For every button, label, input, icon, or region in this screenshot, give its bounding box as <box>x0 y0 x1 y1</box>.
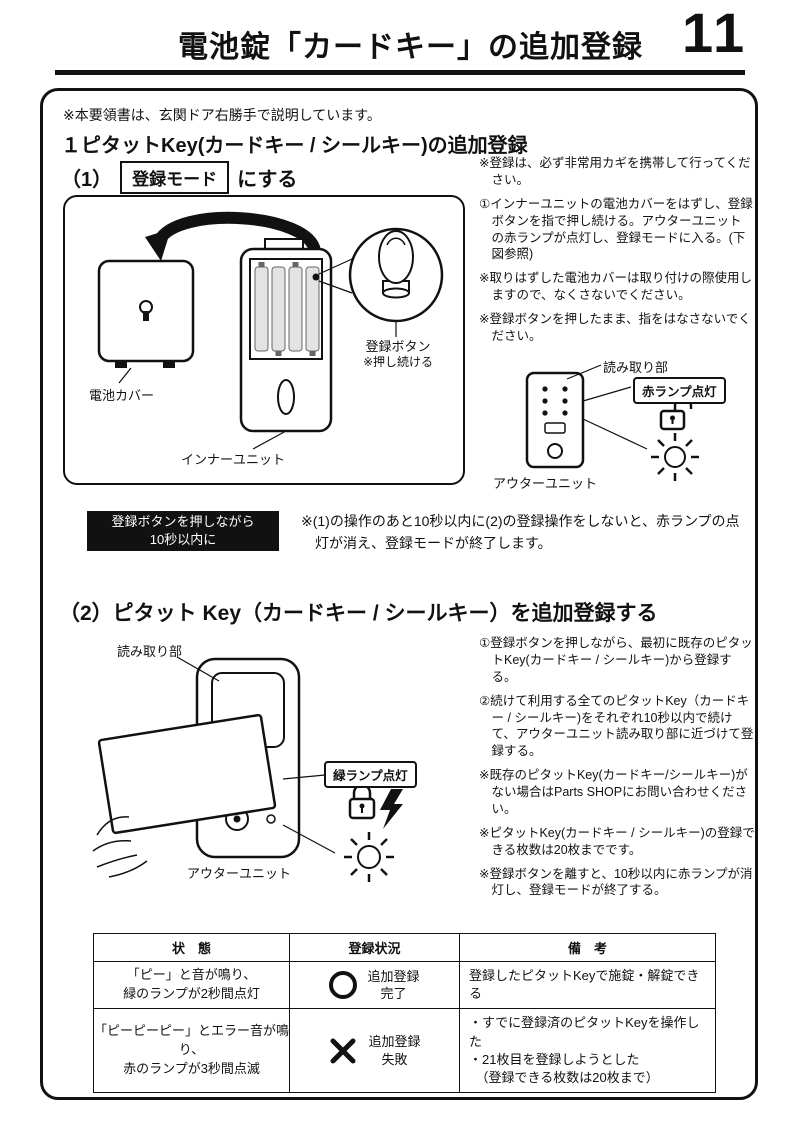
press-within-10s-badge: 登録ボタンを押しながら 10秒以内に <box>87 511 279 551</box>
intro-note: ※本要領書は、玄関ドア右勝手で説明しています。 <box>63 107 381 123</box>
note-item: ①インナーユニットの電池カバーをはずし、登録ボタンを指で押し続ける。アウターユニ… <box>479 196 753 262</box>
status-cell: 追加登録 失敗 <box>289 1008 460 1094</box>
battery-cover-icon <box>97 259 195 384</box>
inner-unit-illustration <box>97 211 444 450</box>
header-state: 状 態 <box>93 933 290 962</box>
note-item: ※既存のピタットKey(カードキー/シールキー)がない場合はParts SHOP… <box>479 768 748 816</box>
status-cell: 追加登録 完了 <box>289 960 460 1010</box>
outer-unit-label: アウターユニット <box>187 866 292 881</box>
success-circle-icon <box>329 971 358 1000</box>
note-item: ①登録ボタンを押しながら、最初に既存のピタットKey(カードキー / シールキー… <box>479 636 753 684</box>
keep-pressing-label: ※押し続ける <box>362 355 434 370</box>
outer-unit-label: アウターユニット <box>493 476 598 491</box>
flash-icon <box>380 789 403 829</box>
section1-title: １ピタットKey(カードキー / シールキー)の追加登録 <box>61 135 528 157</box>
note-item: ※ピタットKey(カードキー / シールキー)の登録できる枚数は20枚までです。 <box>479 825 755 857</box>
note-item: ※登録ボタンを押したまま、指をはなさないでください。 <box>479 312 751 343</box>
page-title: 電池錠「カードキー」の追加登録 <box>178 31 643 64</box>
battery-cover-label: 電池カバー <box>89 388 155 403</box>
step1-prefix: （1） <box>61 169 113 191</box>
table-row: 「ピーピーピー」とエラー音が鳴り、 赤のランプが3秒間点滅 追加登録 失敗 ・す… <box>93 1008 716 1094</box>
card-registration-diagram: 読み取り部 緑ランプ点灯 アウターユニット <box>69 639 445 927</box>
state-cell: 「ピーピーピー」とエラー音が鳴り、 赤のランプが3秒間点滅 <box>93 1008 290 1094</box>
card-key-icon <box>97 713 277 835</box>
note-item: ※登録は、必ず非常用カギを携帯して行ってください。 <box>479 156 751 187</box>
table-row: 「ピー」と音が鳴り、 緑のランプが2秒間点灯 追加登録 完了 登録したピタットK… <box>93 960 716 1010</box>
remark-cell: 登録したピタットKeyで施錠・解錠できる <box>459 960 716 1010</box>
reading-part-label: 読み取り部 <box>117 644 183 659</box>
timeout-note: ※(1)の操作のあと10秒以内に(2)の登録操作をしないと、赤ランプの点灯が消え… <box>301 513 740 551</box>
step1-heading: （1） 登録モード にする <box>61 161 297 194</box>
title-rule <box>55 70 745 75</box>
note-item: ※取りはずした電池カバーは取り付けの際使用しますので、なくさないでください。 <box>479 271 752 303</box>
outer-unit-diagram: 読み取り部 赤ランプ点灯 アウターユニット <box>479 357 751 507</box>
register-button-label-group: 登録ボタン ※押し続ける <box>343 339 453 370</box>
table-header-row: 状 態 登録状況 備 考 <box>93 933 716 962</box>
content-box: ※本要領書は、玄関ドア右勝手で説明しています。 １ピタットKey(カードキー /… <box>40 88 758 1100</box>
header-remark: 備 考 <box>459 933 716 962</box>
section2-notes: ①登録ボタンを押しながら、最初に既存のピタットKey(カードキー / シールキー… <box>479 635 755 906</box>
inner-unit-diagram: 登録ボタン ※押し続ける 電池カバー インナーユニット <box>63 195 465 485</box>
header-status: 登録状況 <box>289 933 460 962</box>
status-text: 追加登録 完了 <box>367 968 420 1002</box>
status-text: 追加登録 失敗 <box>368 1034 421 1067</box>
inner-unit-icon <box>239 238 333 450</box>
card-registration-illustration <box>92 656 403 882</box>
register-button-label: 登録ボタン <box>365 339 431 354</box>
register-mode-box: 登録モード <box>120 161 230 194</box>
page-number: 11 <box>682 1 748 64</box>
badge-line2: 10秒以内に <box>149 532 217 547</box>
register-button-magnifier-icon <box>348 227 444 337</box>
section1-notes: ※登録は、必ず非常用カギを携帯して行ってください。 ①インナーユニットの電池カバ… <box>479 155 753 352</box>
outer-unit-illustration <box>525 364 699 481</box>
inner-unit-label: インナーユニット <box>181 452 286 467</box>
state-cell: 「ピー」と音が鳴り、 緑のランプが2秒間点灯 <box>93 960 290 1010</box>
result-table: 状 態 登録状況 備 考 「ピー」と音が鳴り、 緑のランプが2秒間点灯 追加登録… <box>93 933 716 1094</box>
green-lamp-label: 緑ランプ点灯 <box>324 761 417 788</box>
green-lamp-glow-icon <box>344 832 394 882</box>
note-item: ※登録ボタンを離すと、10秒以内に赤ランプが消灯し、登録モードが終了する。 <box>479 866 753 898</box>
section2-title: （2）ピタット Key（カードキー / シールキー）を追加登録する <box>59 602 658 625</box>
hand-icon <box>92 816 148 878</box>
remark-cell: ・すでに登録済のピタットKeyを操作した ・21枚目を登録しようとした （登録で… <box>459 1008 716 1094</box>
note-item: ②続けて利用する全てのピタットKey（カードキー / シールキー)をそれぞれ10… <box>479 693 754 759</box>
red-lamp-glow-icon <box>651 433 699 481</box>
locked-padlock-icon <box>348 783 376 820</box>
fail-x-icon <box>330 1038 356 1064</box>
step1-suffix: にする <box>237 169 298 191</box>
badge-line1: 登録ボタンを押しながら <box>111 514 255 530</box>
reading-part-label: 読み取り部 <box>603 360 669 375</box>
red-lamp-label: 赤ランプ点灯 <box>633 377 726 404</box>
outer-unit-icon <box>525 371 585 469</box>
